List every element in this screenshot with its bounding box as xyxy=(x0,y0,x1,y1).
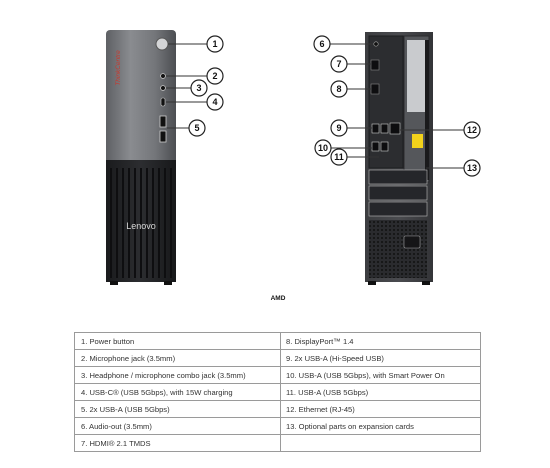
front-logo: Lenovo xyxy=(126,221,156,231)
expansion-slot-1 xyxy=(368,169,428,185)
table-row: 7. HDMI® 2.1 TMDS xyxy=(74,434,481,452)
amd-badge: AMD xyxy=(271,295,286,302)
callout-5: 5 xyxy=(188,119,206,137)
expansion-slot-3 xyxy=(368,201,428,217)
power-socket xyxy=(403,235,421,249)
legend-item-2: 2. Microphone jack (3.5mm) xyxy=(74,349,281,367)
callout-4: 4 xyxy=(206,93,224,111)
rear-usb-5gbps-port xyxy=(380,141,389,152)
expansion-slot-2 xyxy=(368,185,428,201)
svg-text:11: 11 xyxy=(334,152,344,162)
svg-text:6: 6 xyxy=(319,39,324,49)
leader-lines xyxy=(166,43,464,169)
front-view: Lenovo ThinkCentre xyxy=(106,30,176,285)
front-foot-right xyxy=(164,281,172,285)
svg-text:10: 10 xyxy=(318,143,328,153)
svg-text:9: 9 xyxy=(336,123,341,133)
front-foot-left xyxy=(110,281,118,285)
legend-item-9: 9. 2x USB-A (Hi-Speed USB) xyxy=(280,349,481,367)
callout-11: 11 xyxy=(330,148,348,166)
front-vent-slats xyxy=(110,168,172,278)
svg-text:13: 13 xyxy=(467,163,477,173)
callout-10: 10 xyxy=(314,139,332,157)
legend-item-12: 12. Ethernet (RJ-45) xyxy=(280,400,481,418)
callout-12: 12 xyxy=(463,121,481,139)
svg-text:2: 2 xyxy=(212,71,217,81)
legend-empty-cell xyxy=(280,434,481,452)
callout-7: 7 xyxy=(330,55,348,73)
svg-text:8: 8 xyxy=(336,84,341,94)
power-button[interactable] xyxy=(155,37,169,51)
table-row: 3. Headphone / microphone combo jack (3.… xyxy=(74,366,481,384)
product-diagram: Lenovo ThinkCentre AMD xyxy=(106,30,481,302)
legend-item-3: 3. Headphone / microphone combo jack (3.… xyxy=(74,366,281,384)
callout-6: 6 xyxy=(313,35,331,53)
rear-usb-hispeed-2 xyxy=(380,123,389,134)
legend-item-1: 1. Power button xyxy=(74,332,281,350)
port-legend-table: 1. Power button 8. DisplayPort™ 1.4 2. M… xyxy=(74,332,481,452)
ethernet-port xyxy=(389,122,401,135)
rear-usb-hispeed-1 xyxy=(371,123,380,134)
front-usb-c-port xyxy=(160,97,166,107)
legend-item-5: 5. 2x USB-A (USB 5Gbps) xyxy=(74,400,281,418)
rear-foot-right xyxy=(422,281,430,285)
ethernet-warning-label xyxy=(412,134,423,148)
table-row: 5. 2x USB-A (USB 5Gbps) 12. Ethernet (RJ… xyxy=(74,400,481,418)
front-chassis-upper xyxy=(106,30,176,165)
audio-out-jack xyxy=(373,41,379,47)
callout-13: 13 xyxy=(463,159,481,177)
svg-text:12: 12 xyxy=(467,125,477,135)
svg-text:1: 1 xyxy=(212,39,217,49)
table-row: 4. USB-C® (USB 5Gbps), with 15W charging… xyxy=(74,383,481,401)
callout-1: 1 xyxy=(206,35,224,53)
table-row: 1. Power button 8. DisplayPort™ 1.4 xyxy=(74,332,481,350)
microphone-jack xyxy=(160,73,166,79)
front-usb-a-port-2 xyxy=(159,130,167,143)
svg-text:4: 4 xyxy=(212,97,217,107)
callout-8: 8 xyxy=(330,80,348,98)
svg-text:7: 7 xyxy=(336,59,341,69)
legend-item-4: 4. USB-C® (USB 5Gbps), with 15W charging xyxy=(74,383,281,401)
rear-bracket xyxy=(407,40,425,112)
legend-item-7: 7. HDMI® 2.1 TMDS xyxy=(74,434,281,452)
svg-text:3: 3 xyxy=(196,83,201,93)
legend-item-8: 8. DisplayPort™ 1.4 xyxy=(280,332,481,350)
rear-rail xyxy=(425,40,429,180)
table-row: 6. Audio-out (3.5mm) 13. Optional parts … xyxy=(74,417,481,435)
legend-item-13: 13. Optional parts on expansion cards xyxy=(280,417,481,435)
hdmi-port xyxy=(370,59,380,71)
headphone-combo-jack xyxy=(160,85,166,91)
legend-item-10: 10. USB-A (USB 5Gbps), with Smart Power … xyxy=(280,366,481,384)
front-brand-label: ThinkCentre xyxy=(115,50,122,86)
rear-foot-left xyxy=(368,281,376,285)
front-usb-a-port-1 xyxy=(159,115,167,128)
rear-view xyxy=(365,32,433,285)
callout-9: 9 xyxy=(330,119,348,137)
callout-2: 2 xyxy=(206,67,224,85)
rear-usb-smart-power-port xyxy=(371,141,380,152)
displayport-port xyxy=(370,83,380,95)
legend-item-11: 11. USB-A (USB 5Gbps) xyxy=(280,383,481,401)
rear-vent-grille xyxy=(369,220,427,278)
table-row: 2. Microphone jack (3.5mm) 9. 2x USB-A (… xyxy=(74,349,481,367)
svg-text:5: 5 xyxy=(194,123,199,133)
callout-3: 3 xyxy=(190,79,208,97)
legend-item-6: 6. Audio-out (3.5mm) xyxy=(74,417,281,435)
